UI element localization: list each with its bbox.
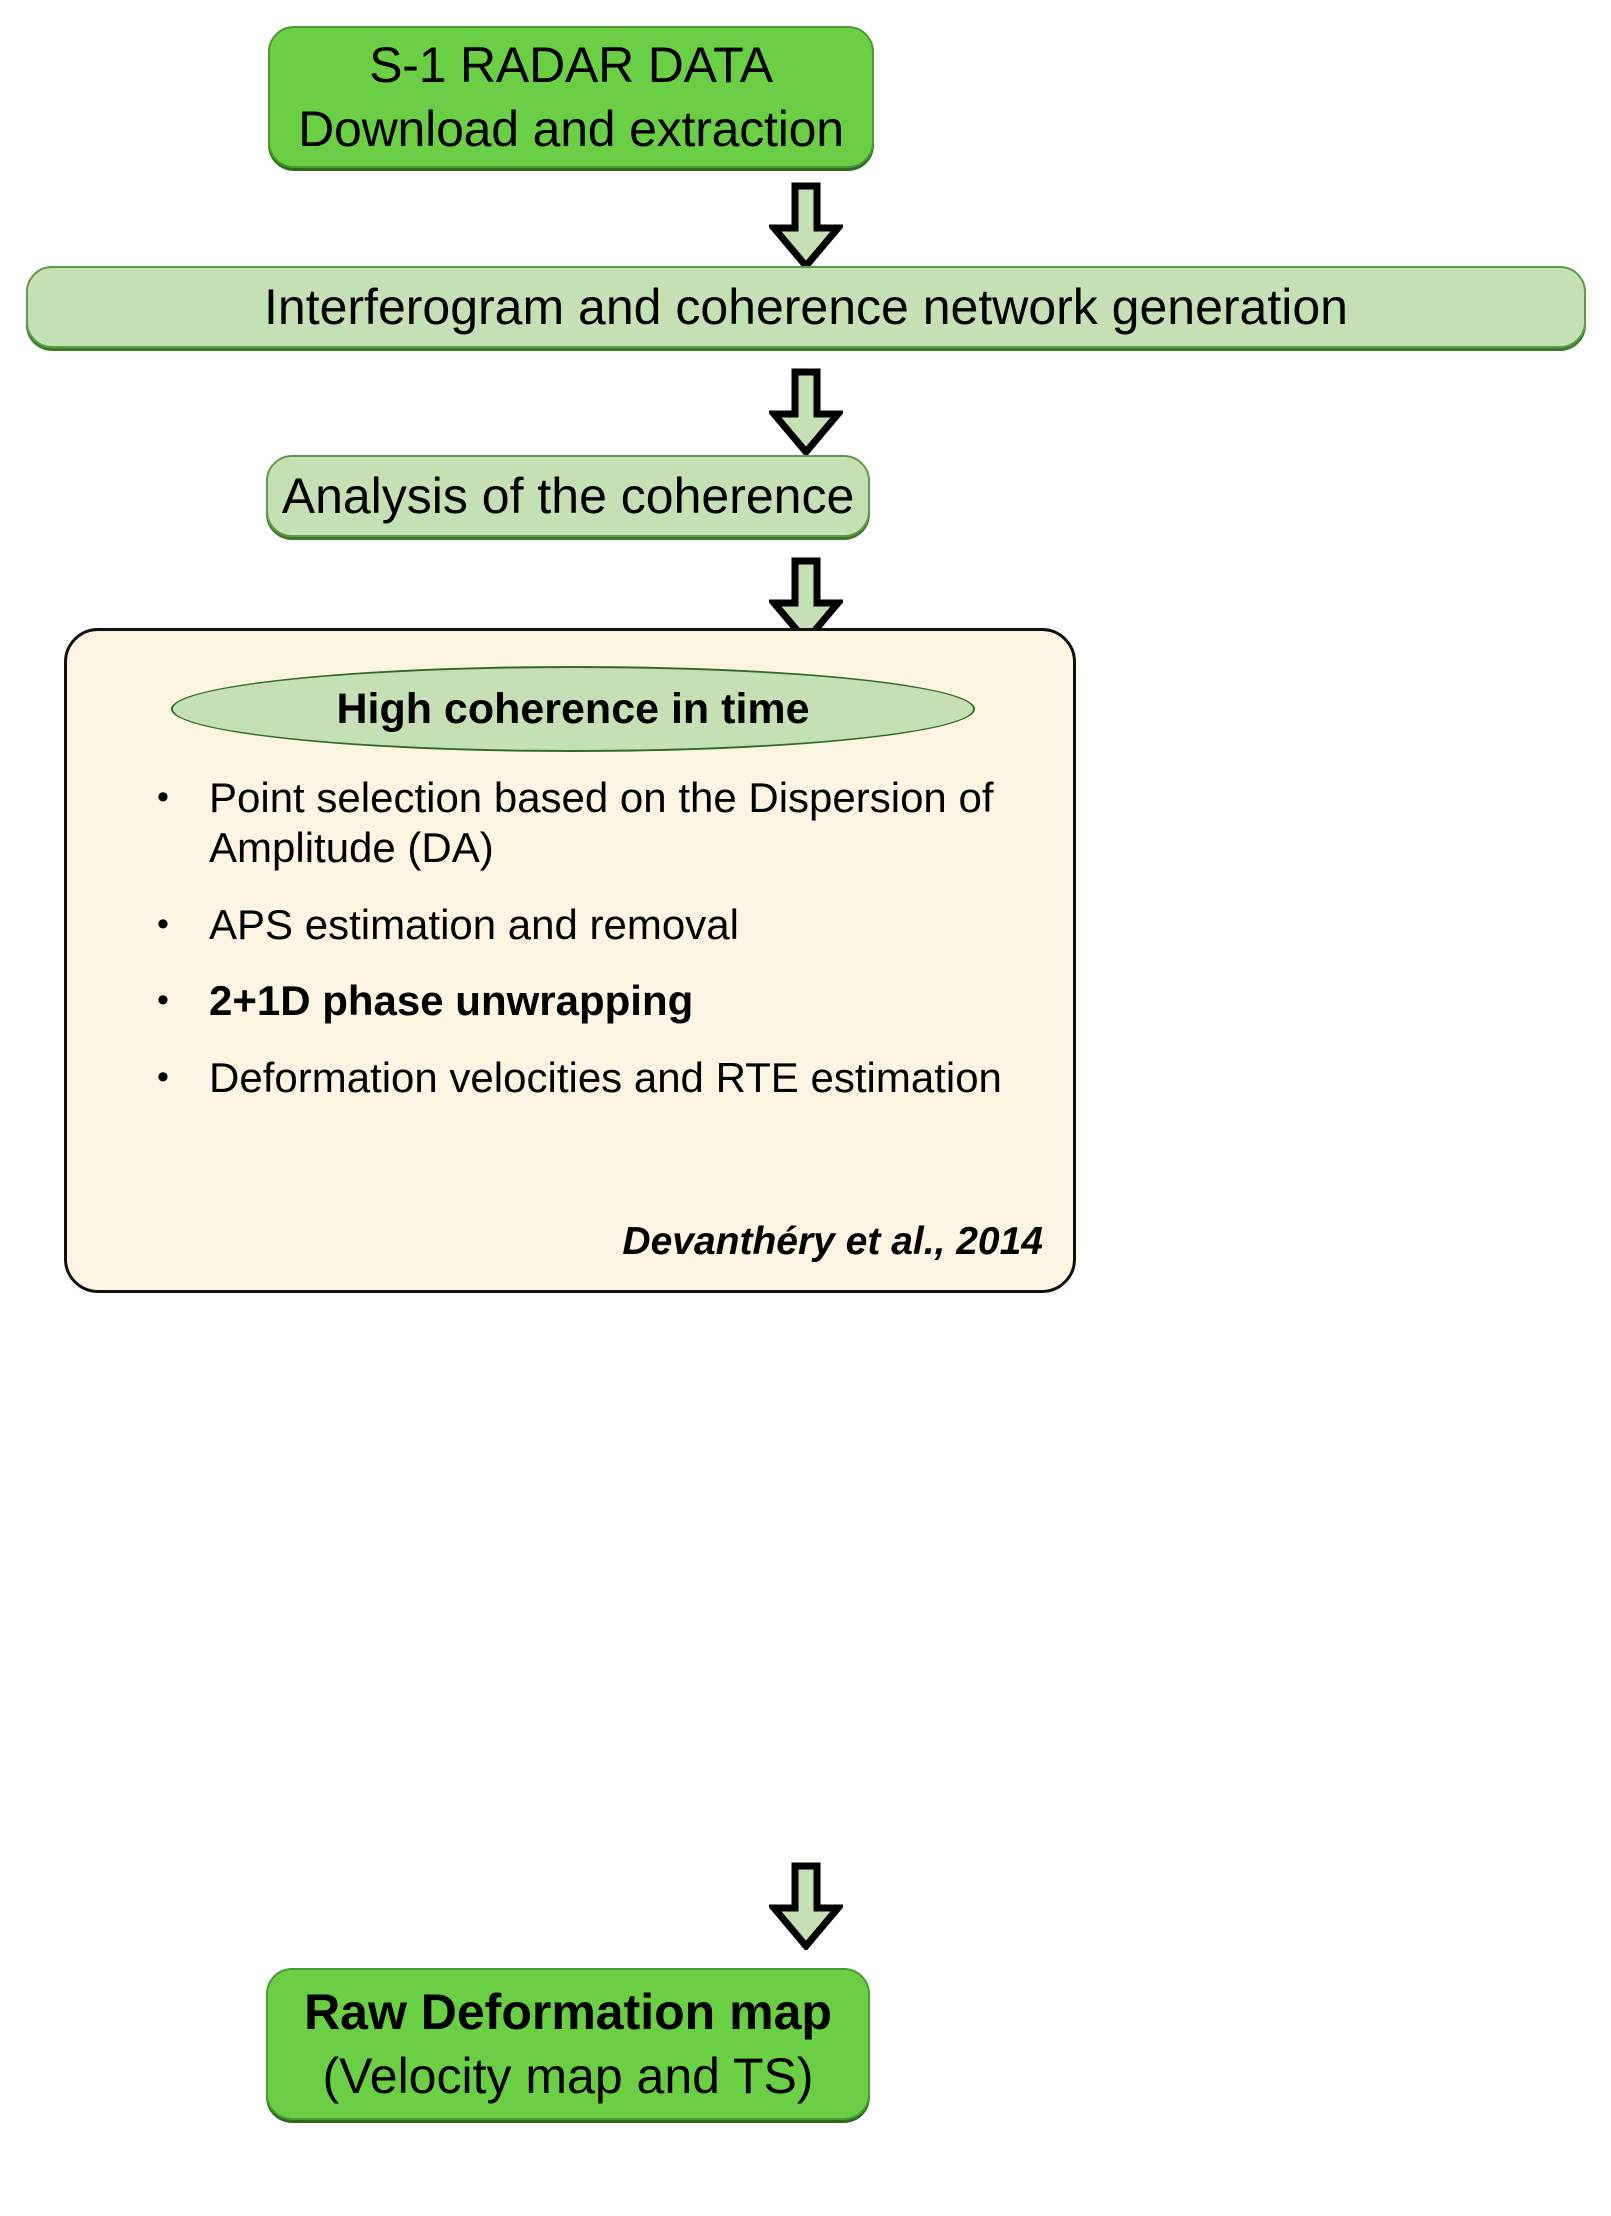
arrow-down-icon-interferogram-to-analysis: [769, 368, 843, 456]
list-item-label: APS estimation and removal: [209, 900, 739, 948]
bullet-point-icon: •: [157, 1057, 169, 1096]
list-item: • Point selection based on the Dispersio…: [157, 773, 1037, 874]
citation-reference: Devanthéry et al., 2014: [622, 1220, 1043, 1263]
list-item: • Deformation velocities and RTE estimat…: [157, 1053, 1037, 1103]
ellipse-high-coherence-label: High coherence in time: [336, 684, 810, 733]
node-analysis-label: Analysis of the coherence: [281, 468, 855, 524]
bullet-point-icon: •: [157, 981, 169, 1020]
list-item: • APS estimation and removal: [157, 900, 1037, 950]
panel-high-coherence-processing: High coherence in time • Point selection…: [64, 628, 1076, 1293]
node-raw-deformation-map-line2: (Velocity map and TS): [322, 2048, 814, 2104]
node-raw-deformation-map: Raw Deformation map (Velocity map and TS…: [266, 1968, 870, 2120]
ellipse-high-coherence-in-time: High coherence in time: [171, 666, 975, 752]
list-item-label: Deformation velocities and RTE estimatio…: [209, 1053, 1002, 1101]
arrow-down-icon-panel-to-raw-deformation: [769, 1862, 843, 1950]
node-interferogram-coherence-network: Interferogram and coherence network gene…: [26, 266, 1586, 348]
bullet-point-icon: •: [157, 904, 169, 943]
node-s1-radar-data-line1: S-1 RADAR DATA: [369, 37, 773, 93]
processing-steps-list: • Point selection based on the Dispersio…: [157, 773, 1037, 1129]
node-raw-deformation-map-line1: Raw Deformation map: [304, 1984, 832, 2040]
node-s1-radar-data: S-1 RADAR DATA Download and extraction: [268, 26, 874, 168]
node-interferogram-label: Interferogram and coherence network gene…: [264, 279, 1348, 335]
list-item-label: Point selection based on the Dispersion …: [209, 774, 994, 872]
node-analysis-of-coherence: Analysis of the coherence: [266, 455, 870, 537]
node-s1-radar-data-line2: Download and extraction: [298, 101, 844, 157]
arrow-down-icon-radar-to-interferogram: [769, 182, 843, 270]
list-item-label: 2+1D phase unwrapping: [209, 977, 694, 1025]
bullet-point-icon: •: [157, 778, 169, 816]
arrow-down-icon-analysis-to-panel: [769, 557, 843, 645]
list-item: • 2+1D phase unwrapping: [157, 976, 1037, 1026]
